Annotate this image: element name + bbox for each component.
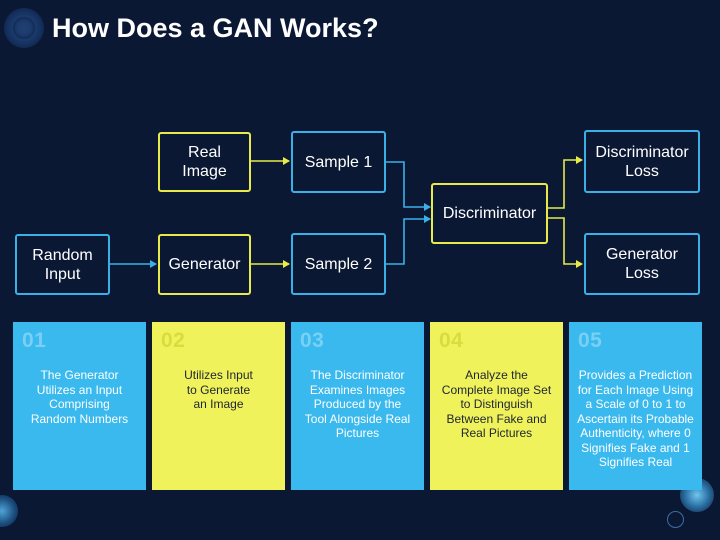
generator-node: Generator	[158, 234, 251, 295]
decorative-circle	[4, 8, 44, 48]
step-card: 03 The Discriminator Examines Images Pro…	[291, 322, 424, 490]
step-number: 05	[578, 329, 603, 352]
step-description: The Discriminator Examines Images Produc…	[304, 368, 411, 440]
step-description: Analyze the Complete Image Set to Distin…	[441, 368, 552, 440]
step-number: 03	[300, 329, 325, 352]
step-card: 04 Analyze the Complete Image Set to Dis…	[430, 322, 563, 490]
step-number: 01	[22, 329, 47, 352]
step-number: 04	[439, 329, 464, 352]
arrow-sample-2-to-discriminator	[386, 215, 431, 265]
decorative-ring	[667, 511, 684, 528]
discriminator-node: Discriminator	[431, 183, 548, 244]
arrow-discriminator-to-generator-loss	[548, 217, 583, 268]
step-number: 02	[161, 329, 186, 352]
step-card: 01 The Generator Utilizes an Input Compr…	[13, 322, 146, 490]
discriminator-loss-node: Discriminator Loss	[584, 130, 700, 193]
real-image-node: Real Image	[158, 132, 251, 192]
step-card: 05 Provides a Prediction for Each Image …	[569, 322, 702, 490]
generator-loss-node: Generator Loss	[584, 233, 700, 295]
decorative-glow	[0, 495, 18, 527]
arrow-discriminator-to-discriminator-loss	[548, 156, 583, 209]
step-description: Utilizes Input to Generate an Image	[184, 368, 253, 411]
arrow-sample-1-to-discriminator	[386, 161, 431, 211]
step-description: The Generator Utilizes an Input Comprisi…	[30, 368, 129, 426]
page-title: How Does a GAN Works?	[52, 13, 379, 43]
sample-1-node: Sample 1	[291, 131, 386, 193]
step-description: Provides a Prediction for Each Image Usi…	[577, 368, 694, 469]
step-card: 02 Utilizes Input to Generate an Image	[152, 322, 285, 490]
sample-2-node: Sample 2	[291, 233, 386, 295]
random-input-node: Random Input	[15, 234, 110, 295]
